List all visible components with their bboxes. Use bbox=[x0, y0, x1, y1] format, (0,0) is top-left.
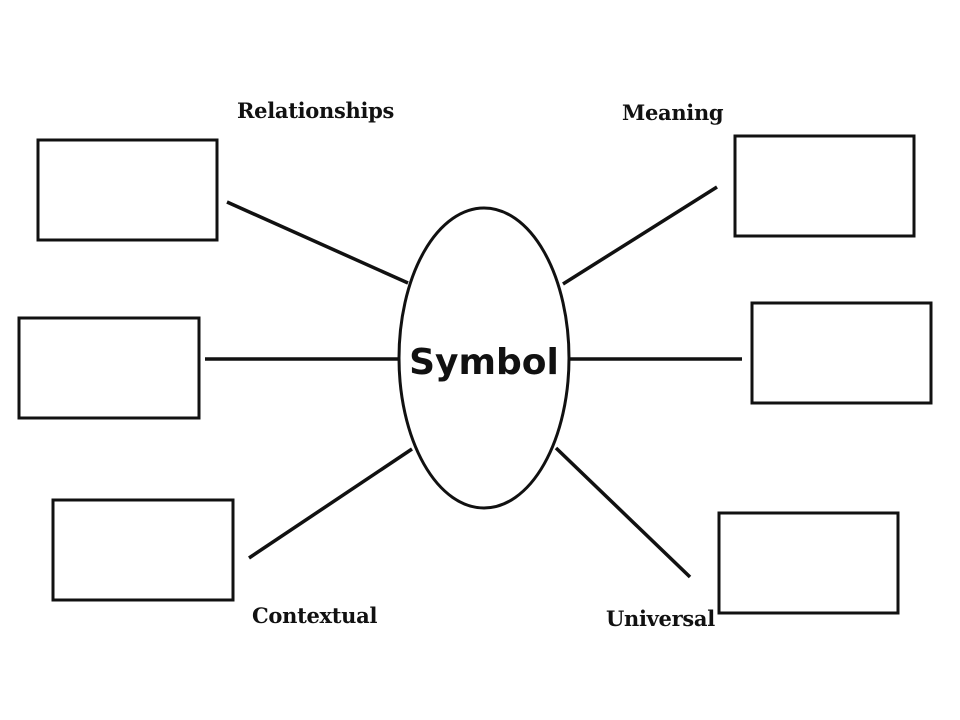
spoke-bottom-left bbox=[248, 447, 413, 560]
box-middle-left[interactable] bbox=[17, 316, 201, 420]
label-contextual: Contextual bbox=[252, 603, 377, 628]
center-label: Symbol bbox=[409, 342, 559, 383]
spoke-top-left bbox=[226, 200, 409, 285]
label-universal: Universal bbox=[606, 606, 715, 631]
spoke-top-right bbox=[562, 185, 718, 286]
box-top-left[interactable] bbox=[36, 138, 219, 242]
center-ellipse bbox=[397, 206, 571, 510]
label-meaning: Meaning bbox=[622, 100, 724, 125]
box-bottom-left[interactable] bbox=[51, 498, 235, 602]
label-relationships: Relationships bbox=[237, 98, 394, 123]
spoke-bottom-right bbox=[554, 446, 692, 579]
box-top-right[interactable] bbox=[733, 134, 916, 238]
box-middle-right[interactable] bbox=[750, 301, 933, 405]
box-bottom-right[interactable] bbox=[717, 511, 900, 615]
